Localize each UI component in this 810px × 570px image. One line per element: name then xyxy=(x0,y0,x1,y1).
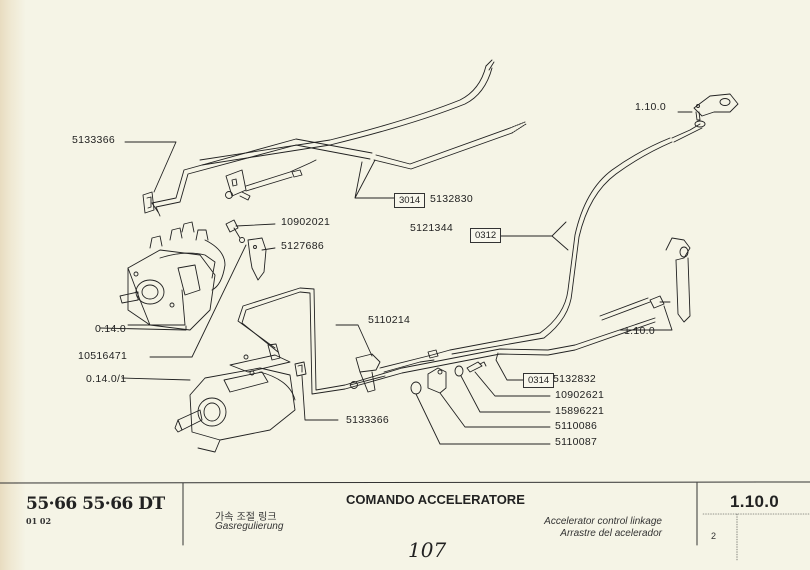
leader-0312 xyxy=(496,221,569,251)
section-number: 1.10.0 xyxy=(730,492,780,511)
leader-0314 xyxy=(495,352,526,381)
callout-5127686: 5127686 xyxy=(281,240,324,252)
callout-5133366-bottom: 5133366 xyxy=(346,414,389,426)
title-english: Accelerator control linkage xyxy=(544,516,662,527)
boxed-code-0312: 0312 xyxy=(470,228,502,243)
callout-5121344: 5121344 xyxy=(410,222,453,234)
callout-5133366-top: 5133366 xyxy=(72,134,115,146)
title-spanish: Arrastre del acelerador xyxy=(560,528,662,539)
leader-3014 xyxy=(354,159,396,199)
bolt-10902621 xyxy=(466,361,551,397)
callout-10902021: 10902021 xyxy=(281,216,331,228)
callout-01401: 0.14.0/1 xyxy=(86,373,127,385)
clip-5133366-bottom xyxy=(294,361,339,421)
lower-throttle-rod xyxy=(237,287,656,395)
bolt-10902021 xyxy=(225,219,276,239)
title-italian: COMANDO ACCELERATORE xyxy=(346,492,525,507)
clip-5133366-top xyxy=(124,141,177,214)
callout-5132830: 5132830 xyxy=(430,193,473,205)
callout-5110087: 5110087 xyxy=(555,436,598,448)
pump-leaders xyxy=(99,244,247,381)
lower-cable xyxy=(379,120,706,373)
model-code: 01 02 xyxy=(26,516,52,526)
model-numbers: 55·66 55·66 DT xyxy=(26,494,165,514)
bracket-5127686 xyxy=(239,237,276,281)
injection-pump-01401 xyxy=(174,343,296,453)
callout-10516471: 10516471 xyxy=(78,350,128,362)
callout-5110214: 5110214 xyxy=(368,314,411,326)
callout-5110086: 5110086 xyxy=(555,420,598,432)
upper-cable xyxy=(199,59,495,166)
footer-frame xyxy=(0,481,810,561)
upper-cable-bracket xyxy=(225,159,317,201)
callout-15896221: 15896221 xyxy=(555,405,605,417)
callout-5132832: 5132832 xyxy=(553,373,596,385)
sheet-number: 2 xyxy=(711,531,717,541)
bracket-5110086 xyxy=(427,367,551,428)
injection-pump-0140 xyxy=(119,221,226,331)
callout-0140: 0.14.0 xyxy=(95,323,126,335)
title-german: Gasregulierung xyxy=(215,521,284,532)
throttle-arm-1100-top xyxy=(677,93,739,121)
callout-10902621: 10902621 xyxy=(555,389,605,401)
lever-5110214 xyxy=(335,324,386,393)
accelerator-pedal-1100 xyxy=(599,237,691,331)
nut-15896221 xyxy=(454,365,551,413)
page-edge-shading xyxy=(0,0,26,570)
handwritten-page-number: 107 xyxy=(408,538,447,562)
title-korean: 가속 조절 링크 xyxy=(215,512,277,523)
callout-1100-pedal: 1.10.0 xyxy=(624,325,655,337)
boxed-code-3014: 3014 xyxy=(394,193,426,208)
callout-1100-top: 1.10.0 xyxy=(635,101,666,113)
boxed-code-0314: 0314 xyxy=(523,373,555,388)
bushing-5110087 xyxy=(410,381,551,445)
